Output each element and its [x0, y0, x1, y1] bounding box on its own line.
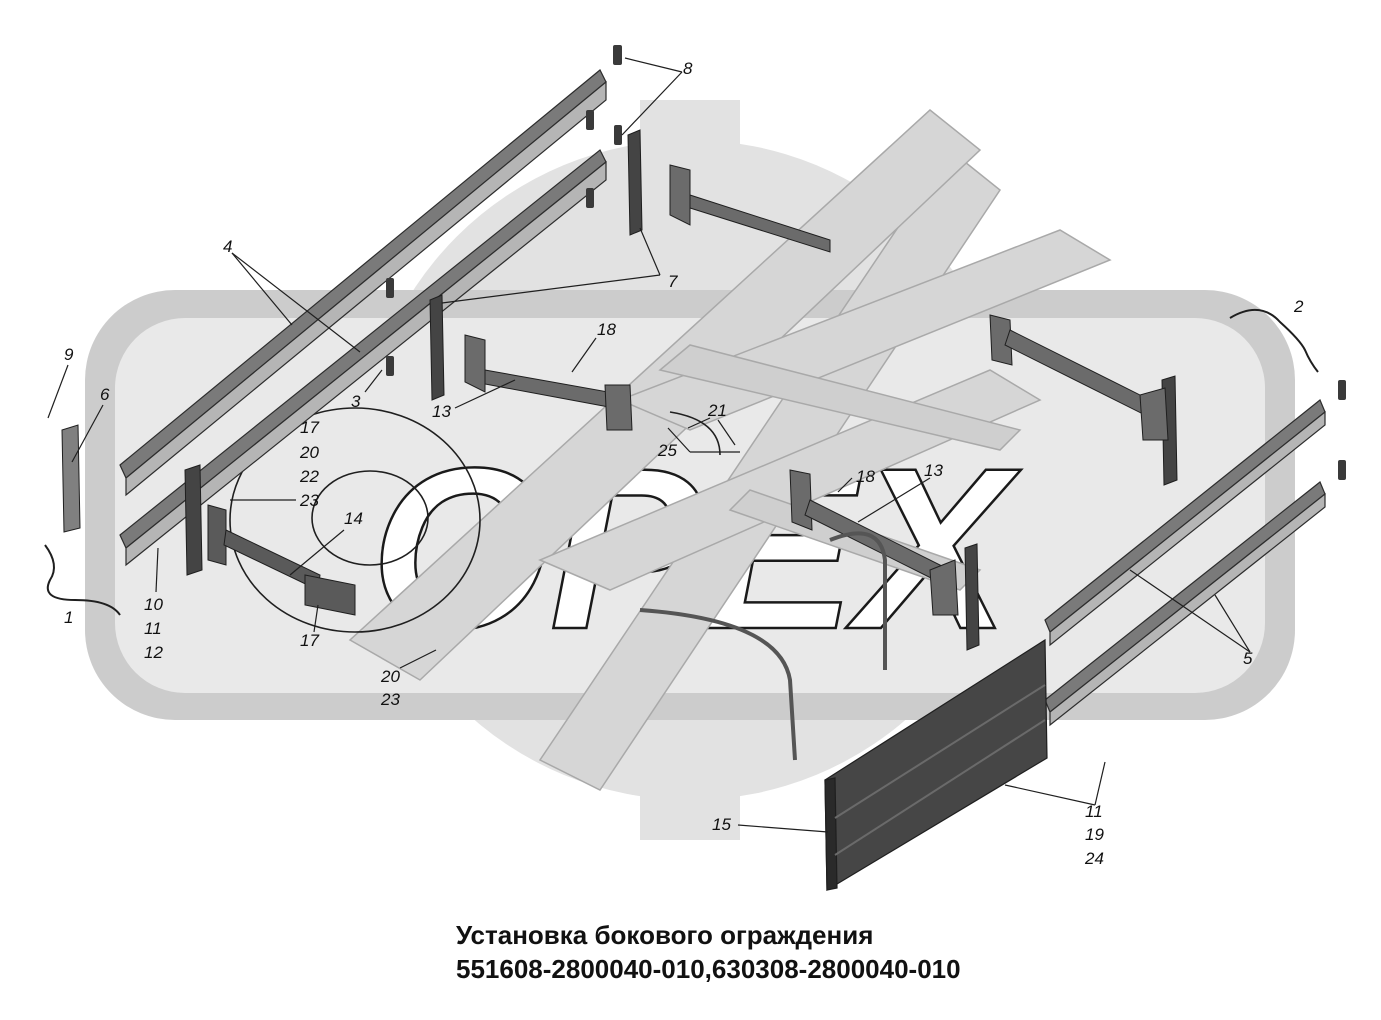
callout-13-right: 13 [924, 461, 943, 480]
rail-4 [119, 69, 607, 567]
callout-15: 15 [712, 815, 731, 834]
arch-tubes [639, 531, 887, 761]
small-plates [386, 45, 622, 376]
callouts: 8 4 7 9 6 18 2 3 13 21 17 20 22 23 25 18… [64, 59, 1304, 868]
callout-10: 10 [144, 595, 163, 614]
callout-4: 4 [223, 237, 232, 256]
callout-23-bottom: 23 [380, 690, 400, 709]
callout-2: 2 [1293, 297, 1304, 316]
callout-6: 6 [100, 385, 110, 404]
callout-22: 22 [299, 467, 319, 486]
callout-3: 3 [351, 392, 361, 411]
callout-14: 14 [344, 509, 363, 528]
callout-11-right: 11 [1085, 802, 1103, 821]
callout-19: 19 [1085, 825, 1104, 844]
callout-12: 12 [144, 643, 163, 662]
callout-13-left: 13 [432, 402, 451, 421]
callout-25: 25 [657, 441, 677, 460]
callout-18-mid: 18 [856, 467, 875, 486]
callout-9: 9 [64, 345, 74, 364]
title-line-2: 551608-2800040-010,630308-2800040-010 [456, 954, 961, 984]
chassis-frame [348, 109, 1112, 791]
callout-20-top: 20 [299, 443, 319, 462]
callout-8: 8 [683, 59, 693, 78]
callout-1: 1 [64, 608, 73, 627]
callout-20-bottom: 20 [380, 667, 400, 686]
diagram-title: Установка бокового ограждения 551608-280… [456, 918, 961, 986]
callout-17-top: 17 [300, 418, 319, 437]
tank-outline [229, 407, 721, 633]
callout-18-top: 18 [597, 320, 616, 339]
leader-lines [47, 57, 1251, 833]
callout-23-top: 23 [299, 491, 319, 510]
panel-15 [824, 638, 1048, 892]
brackets-7 [184, 129, 1178, 651]
title-line-1: Установка бокового ограждения [456, 920, 874, 950]
callout-21: 21 [707, 401, 727, 420]
callout-5: 5 [1243, 649, 1253, 668]
callout-17-bottom: 17 [300, 631, 319, 650]
callout-24: 24 [1084, 849, 1104, 868]
break-marks [44, 309, 1319, 616]
callout-11-left: 11 [144, 619, 162, 638]
callout-7: 7 [668, 272, 678, 291]
plate-6 [61, 424, 81, 533]
